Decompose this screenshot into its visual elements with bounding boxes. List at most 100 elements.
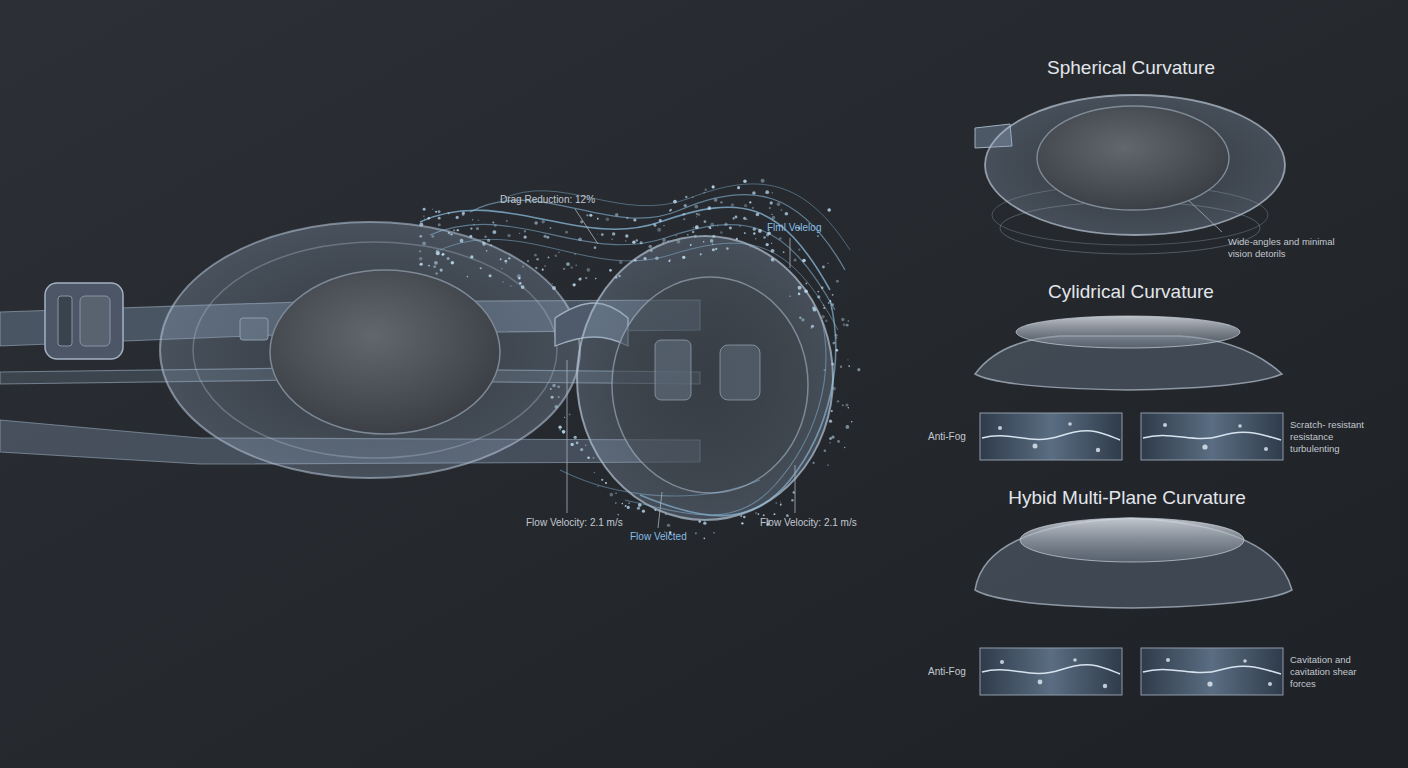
water-particle bbox=[462, 211, 465, 214]
water-particle bbox=[780, 504, 782, 506]
inset-label: Anti-Fog bbox=[928, 666, 966, 679]
water-particle bbox=[615, 492, 617, 494]
water-particle bbox=[544, 235, 547, 238]
water-particle bbox=[489, 274, 492, 277]
water-particle bbox=[670, 209, 672, 211]
water-particle bbox=[733, 217, 735, 219]
water-particle bbox=[750, 246, 751, 247]
water-particle bbox=[569, 413, 571, 415]
water-particle bbox=[752, 207, 754, 209]
water-particle bbox=[587, 456, 590, 459]
water-particle bbox=[447, 257, 450, 260]
water-particle bbox=[823, 307, 825, 309]
water-particle bbox=[534, 221, 537, 224]
water-particle bbox=[746, 219, 747, 220]
left-lens bbox=[160, 222, 580, 478]
water-particle bbox=[813, 308, 817, 312]
water-particle bbox=[486, 250, 488, 252]
water-particle bbox=[771, 214, 772, 215]
water-particle bbox=[655, 256, 659, 260]
water-particle bbox=[824, 449, 827, 452]
water-particle bbox=[744, 232, 746, 234]
water-particle bbox=[597, 234, 598, 235]
water-particle bbox=[753, 232, 755, 234]
water-particle bbox=[611, 239, 612, 240]
water-particle bbox=[710, 223, 714, 227]
water-particle bbox=[726, 247, 729, 250]
water-particle bbox=[827, 263, 828, 264]
water-particle bbox=[831, 410, 833, 412]
water-particle bbox=[638, 503, 641, 506]
water-particle bbox=[518, 277, 520, 279]
water-particle bbox=[703, 192, 705, 194]
water-particle bbox=[845, 404, 848, 407]
water-particle bbox=[558, 425, 561, 428]
water-particle bbox=[694, 205, 698, 209]
water-particle bbox=[650, 249, 653, 252]
water-particle bbox=[777, 202, 781, 206]
water-particle bbox=[789, 295, 790, 296]
water-particle bbox=[682, 256, 685, 259]
water-particle bbox=[508, 257, 510, 259]
water-particle bbox=[798, 293, 801, 296]
water-particle bbox=[625, 234, 628, 237]
water-particle bbox=[492, 222, 494, 224]
water-particle bbox=[761, 179, 765, 183]
water-particle bbox=[837, 400, 839, 402]
water-particle bbox=[594, 246, 597, 249]
water-particle bbox=[565, 231, 568, 234]
water-particle bbox=[419, 257, 423, 261]
water-particle bbox=[585, 277, 587, 279]
water-particle bbox=[851, 421, 853, 423]
water-particle bbox=[541, 220, 545, 224]
water-particle bbox=[559, 429, 561, 431]
water-particle bbox=[500, 258, 502, 260]
water-particle bbox=[736, 238, 738, 240]
water-particle bbox=[813, 462, 815, 464]
water-particle bbox=[438, 217, 441, 220]
water-particle bbox=[780, 503, 782, 505]
water-particle bbox=[743, 516, 746, 519]
water-particle bbox=[698, 520, 700, 522]
water-particle bbox=[805, 283, 807, 285]
water-particle bbox=[798, 286, 802, 290]
water-particle bbox=[424, 218, 425, 219]
water-particle bbox=[720, 201, 722, 203]
water-particle bbox=[615, 276, 617, 278]
section-heading: Hybid Multi-Plane Curvature bbox=[1008, 486, 1246, 510]
water-particle bbox=[763, 236, 765, 238]
water-particle bbox=[522, 266, 524, 268]
water-particle bbox=[828, 302, 830, 304]
water-particle bbox=[703, 538, 705, 540]
water-particle bbox=[740, 515, 742, 517]
water-particle bbox=[763, 514, 765, 516]
water-particle bbox=[693, 227, 695, 229]
water-particle bbox=[442, 253, 445, 256]
water-particle bbox=[743, 217, 746, 220]
water-particle bbox=[521, 285, 525, 289]
inset-label: Anti-Fog bbox=[928, 431, 966, 444]
water-particle bbox=[457, 229, 459, 231]
water-particle bbox=[695, 225, 699, 229]
inset-label: Scratch- resistant resistance turbulenti… bbox=[1290, 419, 1370, 455]
water-particle bbox=[817, 291, 819, 293]
water-particle bbox=[502, 281, 503, 282]
water-particle bbox=[575, 254, 576, 255]
water-particle bbox=[501, 268, 503, 270]
water-particle bbox=[677, 240, 681, 244]
water-particle bbox=[771, 242, 772, 243]
water-particle bbox=[610, 493, 614, 497]
water-particle bbox=[578, 237, 582, 241]
water-particle bbox=[798, 249, 800, 251]
water-particle bbox=[687, 234, 688, 235]
water-particle bbox=[476, 227, 479, 230]
water-particle bbox=[695, 532, 697, 534]
water-particle bbox=[720, 231, 723, 234]
water-particle bbox=[435, 272, 438, 275]
water-particle bbox=[524, 235, 527, 238]
water-particle bbox=[824, 369, 826, 371]
water-particle bbox=[420, 263, 423, 266]
water-particle bbox=[554, 405, 558, 409]
